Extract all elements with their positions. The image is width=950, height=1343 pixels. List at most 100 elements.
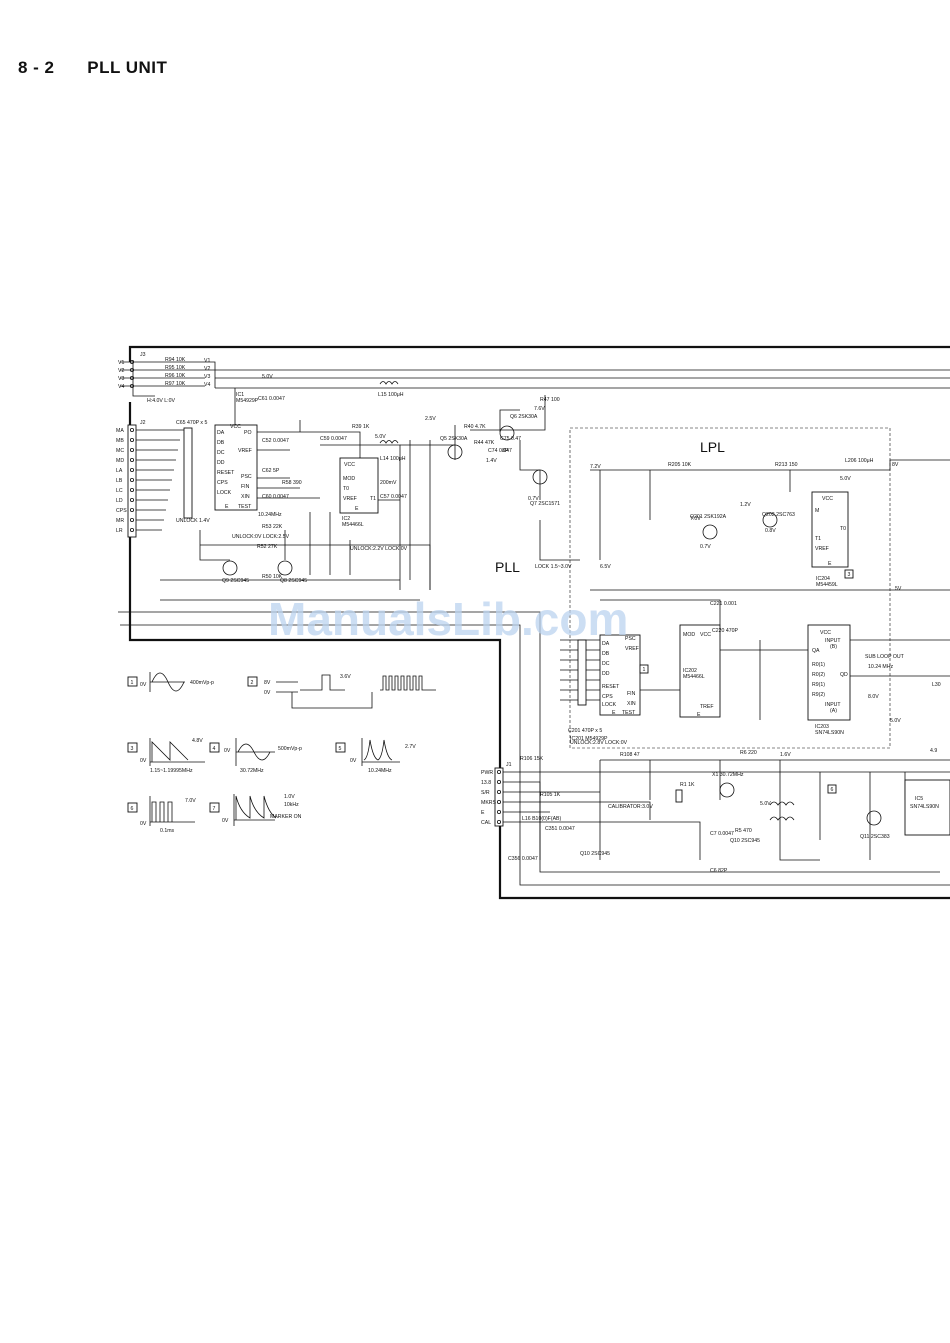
svg-text:7: 7 (213, 806, 216, 812)
component-label: 5.0V (760, 801, 771, 807)
svg-text:2.7V: 2.7V (405, 744, 416, 750)
page-heading: 8 - 2 PLL UNIT (18, 58, 167, 78)
svg-text:DA: DA (602, 641, 610, 647)
svg-text:3: 3 (131, 746, 134, 752)
component-label: R108 47 (620, 752, 640, 758)
svg-text:MOD: MOD (683, 632, 695, 638)
svg-text:MARKER ON: MARKER ON (270, 814, 302, 820)
top-pin-label: V4 (118, 384, 124, 390)
component-label: C351 0.0047 (545, 826, 575, 832)
svg-text:DD: DD (602, 671, 610, 677)
component-label: C59 0.0047 (320, 436, 347, 442)
top-pin-label: V1 (118, 360, 124, 366)
top-pin-label: V4 (204, 382, 210, 388)
pin-terminal (129, 507, 134, 512)
svg-text:R9(2): R9(2) (812, 692, 825, 698)
svg-text:0V: 0V (140, 821, 147, 827)
component-label: 10.24MHz (258, 512, 282, 518)
top-pin-label: V2 (118, 368, 124, 374)
transistor-label: Q11 2SC383 (860, 834, 890, 840)
crystal-x1 (675, 789, 683, 803)
component-label: 0.8V (765, 528, 776, 534)
left-pin-label: CPS (116, 508, 127, 514)
component-label: X1 30.72MHz (712, 772, 744, 778)
pll-label: PLL (495, 559, 520, 575)
svg-text:VREF: VREF (343, 496, 357, 502)
pin-terminal (129, 359, 134, 364)
svg-text:CPS: CPS (217, 480, 228, 486)
svg-text:R0(2): R0(2) (812, 672, 825, 678)
transistor-label: Q9 2SC945 (222, 578, 249, 584)
j1-pin-label: E (481, 810, 485, 816)
svg-text:RESET: RESET (602, 684, 620, 690)
lpl-region: LPL (569, 427, 891, 749)
transistor-label: Q201 2SK192A (690, 514, 727, 520)
pin-terminal (129, 383, 134, 388)
component-label: R106 15K (520, 756, 544, 762)
connector-j2 (127, 424, 137, 538)
svg-text:INPUT: INPUT (825, 638, 841, 644)
svg-text:M54466L: M54466L (342, 522, 364, 528)
component-label: C356 0.0047 (508, 856, 538, 862)
svg-text:M: M (815, 508, 819, 514)
svg-text:XIN: XIN (627, 701, 636, 707)
svg-text:QA: QA (812, 648, 820, 654)
top-pin-label: V3 (118, 376, 124, 382)
pin-terminal (496, 820, 501, 825)
component-label: R5 470 (735, 828, 752, 834)
watermark-text: ManualsLib.com (268, 593, 628, 645)
svg-text:RESET: RESET (217, 470, 235, 476)
pin-terminal (129, 437, 134, 442)
svg-text:7.0V: 7.0V (185, 798, 196, 804)
svg-text:1: 1 (131, 680, 134, 686)
svg-text:0V: 0V (264, 690, 271, 696)
resistor-label: R95 10K (165, 365, 186, 371)
component-label: R40 4.7K (464, 424, 486, 430)
ic5 (904, 779, 950, 836)
transistor-label: Q10 2SC945 (730, 838, 760, 844)
test-point-markers: 3 6 1 (639, 569, 854, 794)
svg-text:INPUT: INPUT (825, 702, 841, 708)
svg-text:10.24MHz: 10.24MHz (368, 768, 392, 774)
transistor-label: Q6 2SK30A (510, 414, 538, 420)
component-label: LOCK 1.5~3.0V (535, 564, 572, 570)
component-label: C60 0.0047 (262, 494, 289, 500)
svg-text:T0: T0 (840, 526, 846, 532)
pin-terminal (129, 467, 134, 472)
resistor-label: R96 10K (165, 373, 186, 379)
svg-text:0V: 0V (350, 758, 357, 764)
resistor-label: R97 10K (165, 381, 186, 387)
transistor-label: Q5 2SK30A (440, 436, 468, 442)
svg-text:VREF: VREF (238, 448, 252, 454)
pin-terminal (129, 497, 134, 502)
pin-terminal (129, 447, 134, 452)
j1-pin-label: MKRS (481, 800, 497, 806)
component-label: CALIBRATOR:3.0V (608, 804, 653, 810)
svg-text:PSC: PSC (625, 636, 636, 642)
component-label: 2.5V (425, 416, 436, 422)
svg-text:LOCK: LOCK (217, 490, 232, 496)
svg-text:6: 6 (831, 787, 834, 793)
left-pin-label: MD (116, 458, 124, 464)
component-label: C6 82P (710, 868, 728, 874)
left-pin-label: LD (116, 498, 123, 504)
svg-text:R9(1): R9(1) (812, 682, 825, 688)
resistor-label: R94 10K (165, 357, 186, 363)
component-label: 200mV (380, 480, 397, 486)
svg-text:PSC: PSC (241, 474, 252, 480)
ic203: VCC INPUT (B) QA R0(1) R0(2) R9(1) R9(2)… (807, 624, 851, 736)
svg-text:DC: DC (217, 450, 225, 456)
svg-text:8V: 8V (264, 680, 271, 686)
svg-text:VCC: VCC (822, 496, 833, 502)
svg-text:1.15~1.19995MHz: 1.15~1.19995MHz (150, 768, 193, 774)
left-pin-label: LB (116, 478, 123, 484)
component-label: 5.0V (840, 476, 851, 482)
svg-text:T1: T1 (815, 536, 821, 542)
component-label: R58 390 (282, 480, 302, 486)
svg-text:IC1: IC1 (236, 392, 244, 398)
pin-terminal (129, 375, 134, 380)
logic-level-label: H:4.0V L:0V (147, 398, 176, 404)
component-label: 4.9 (930, 748, 937, 754)
